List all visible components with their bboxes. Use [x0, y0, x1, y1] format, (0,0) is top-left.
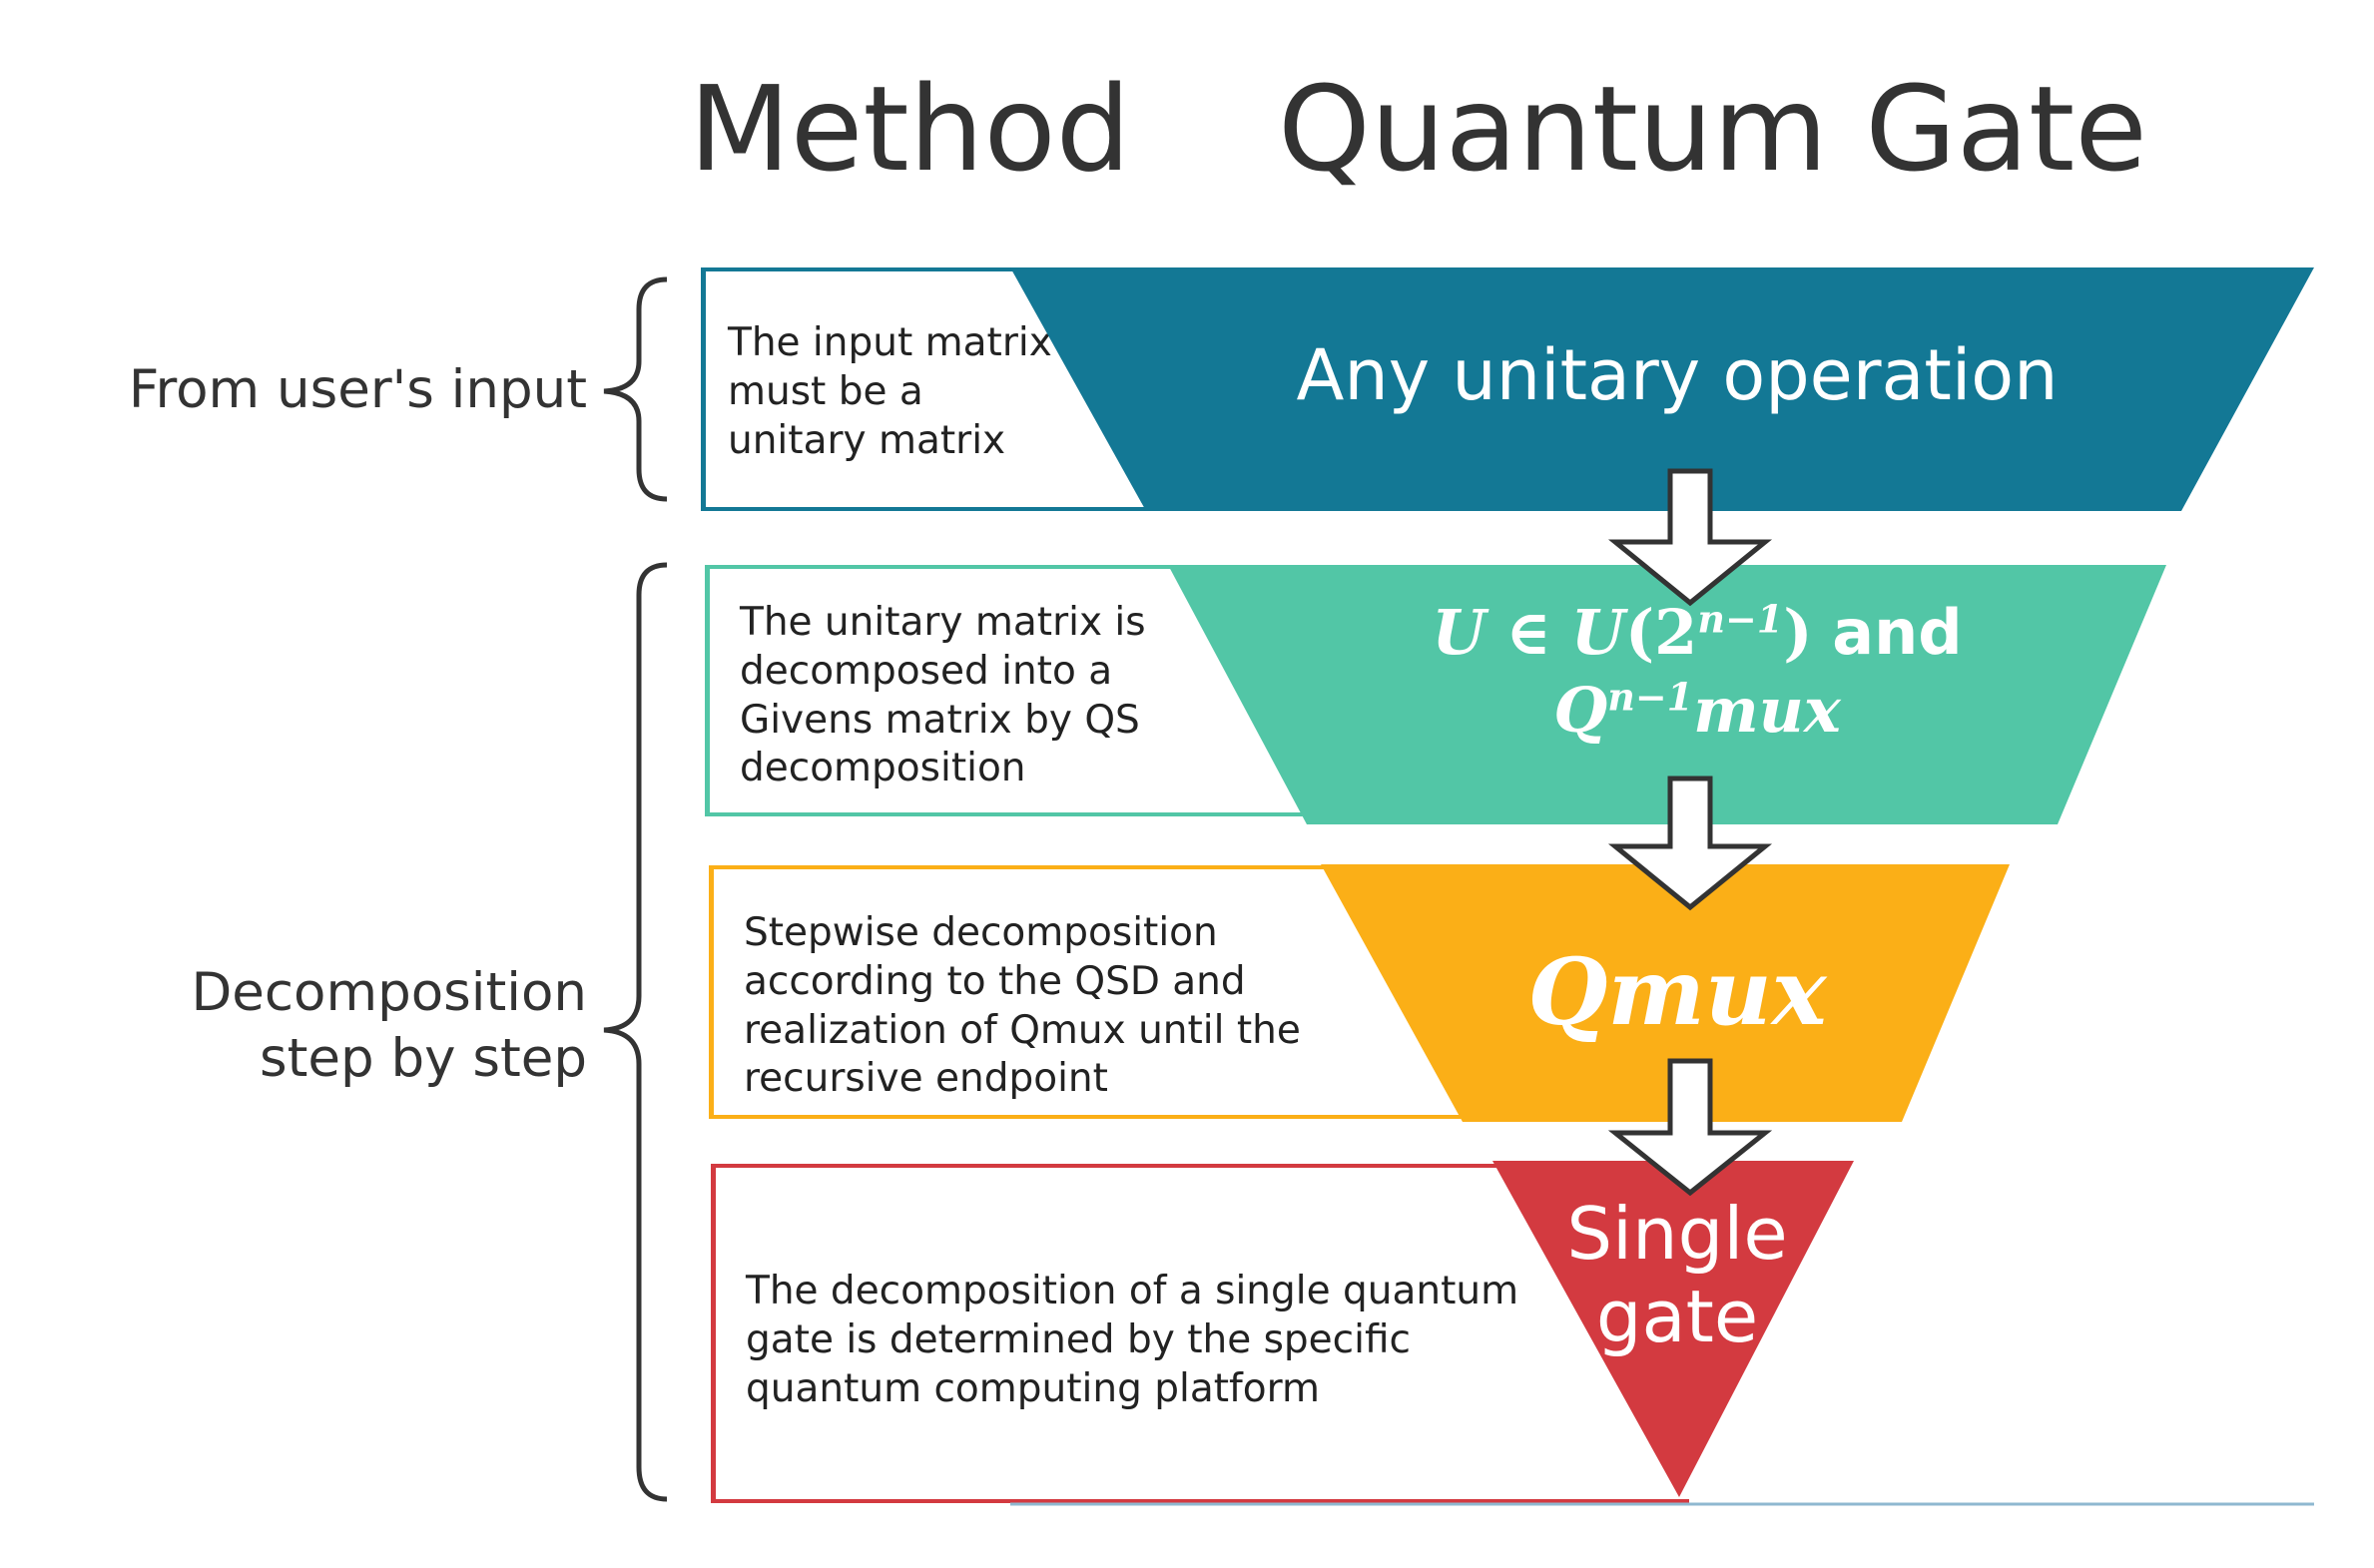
down-arrow-icon-3	[1607, 1058, 1773, 1197]
gate-label-single-line2: gate	[1595, 1274, 1759, 1358]
from-user-input-label: From user's input	[128, 359, 587, 420]
gate-math-line2: Qn−1mux	[1553, 673, 1841, 747]
gate-label-single-line1: Single	[1566, 1192, 1788, 1276]
decomposition-label: Decomposition step by step	[191, 960, 587, 1093]
funnel-level-2	[1168, 565, 2166, 824]
decomposition-label-line2: step by step	[260, 1028, 587, 1090]
funnel-level-4	[1492, 1161, 1854, 1497]
funnel-level-1	[1010, 267, 2314, 511]
description-text-1: The input matrix must be a unitary matri…	[728, 320, 1052, 463]
down-arrow-icon-2	[1607, 776, 1773, 911]
gate-label-single-gate: Single gate	[1478, 1193, 1877, 1358]
description-box-4: The decomposition of a single quantum ga…	[711, 1164, 1689, 1503]
down-arrow-icon-1	[1607, 468, 1773, 607]
funnel-level-3	[1321, 864, 2010, 1122]
gate-math-line1: U ∈ U(2n−1) and	[1432, 596, 1963, 669]
gate-label-qmux: Qmux	[1527, 938, 1827, 1046]
description-text-2: The unitary matrix is decomposed into a …	[740, 600, 1146, 791]
decomposition-label-line1: Decomposition	[191, 962, 587, 1023]
description-text-3: Stepwise decomposition according to the …	[744, 910, 1301, 1102]
gate-label-unitary-math: U ∈ U(2n−1) and Qn−1mux	[1298, 594, 2096, 749]
description-text-4: The decomposition of a single quantum ga…	[746, 1269, 1519, 1411]
gate-label-any-unitary: Any unitary operation	[1296, 334, 2059, 416]
method-column-header: Method	[689, 60, 1131, 198]
decomposition-brace-icon	[603, 562, 668, 1502]
quantum-gate-column-header: Quantum Gate	[1278, 60, 2147, 198]
input-brace-icon	[603, 276, 668, 502]
